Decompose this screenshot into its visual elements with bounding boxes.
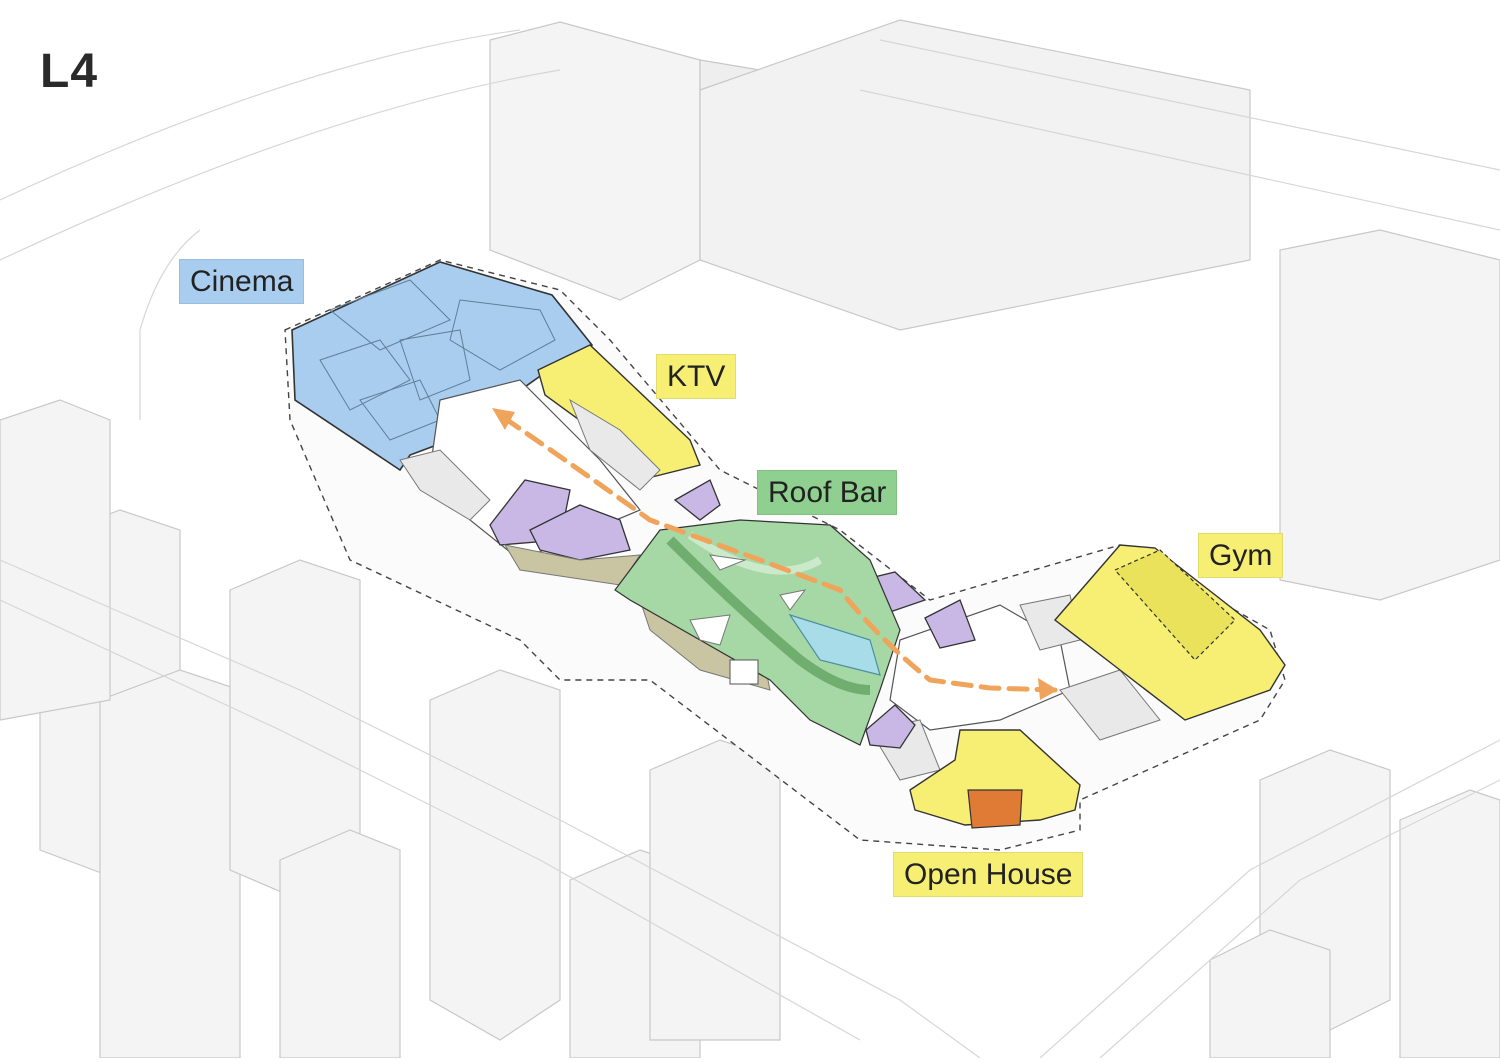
context-roads bbox=[0, 29, 1500, 1059]
label-open-house: Open House bbox=[893, 852, 1084, 897]
ktv-zone bbox=[537, 344, 701, 481]
gym-zone bbox=[1053, 544, 1286, 721]
label-gym: Gym bbox=[1198, 533, 1284, 578]
circulation-path bbox=[492, 408, 1058, 700]
open-house-zone bbox=[909, 729, 1081, 829]
arrow-head-right-icon bbox=[1038, 678, 1058, 700]
label-ktv: KTV bbox=[656, 354, 737, 399]
context-buildings bbox=[0, 19, 1500, 1059]
roof-bar-landscape bbox=[614, 519, 901, 746]
label-cinema: Cinema bbox=[179, 259, 305, 304]
label-roof-bar: Roof Bar bbox=[757, 470, 898, 515]
arrow-head-left-icon bbox=[492, 408, 515, 430]
floor-label: L4 bbox=[40, 45, 99, 98]
